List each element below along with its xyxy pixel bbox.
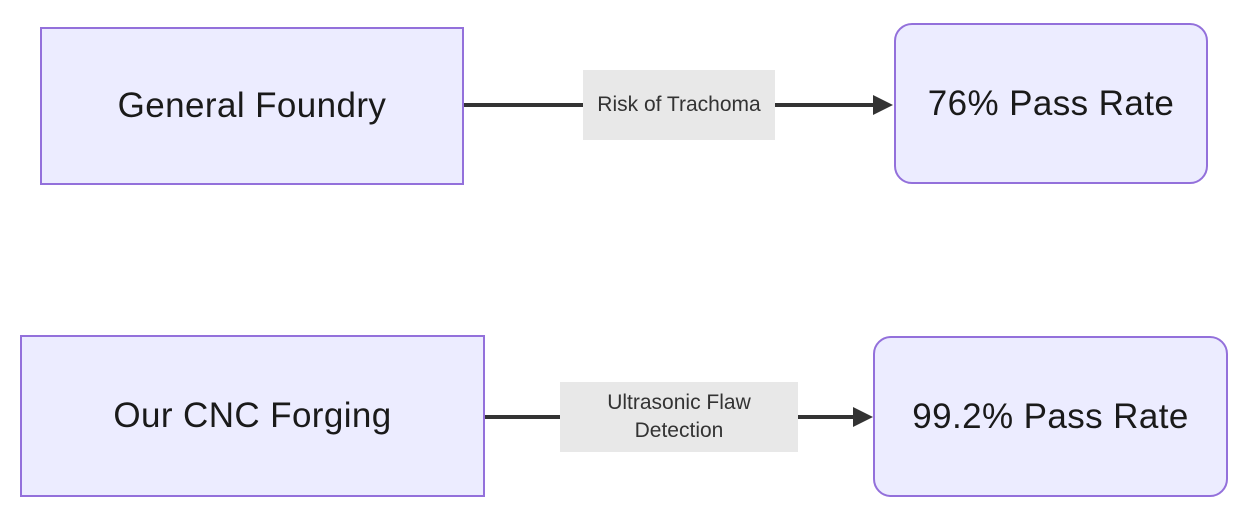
node-label: 76% Pass Rate <box>927 83 1175 123</box>
edge-label-ultrasonic-flaw-detection: Ultrasonic Flaw Detection <box>560 382 798 452</box>
node-general-foundry: General Foundry <box>40 27 464 185</box>
node-76-pass-rate: 76% Pass Rate <box>894 23 1208 184</box>
node-our-cnc-forging: Our CNC Forging <box>20 335 485 497</box>
edge-label-risk-of-trachoma: Risk of Trachoma <box>583 70 775 140</box>
node-label: General Foundry <box>117 86 387 125</box>
node-label: Our CNC Forging <box>113 396 392 435</box>
arrowhead-icon-1 <box>873 95 893 115</box>
node-label: 99.2% Pass Rate <box>912 396 1189 436</box>
arrowhead-icon-2 <box>853 407 873 427</box>
node-99-2-pass-rate: 99.2% Pass Rate <box>873 336 1228 497</box>
